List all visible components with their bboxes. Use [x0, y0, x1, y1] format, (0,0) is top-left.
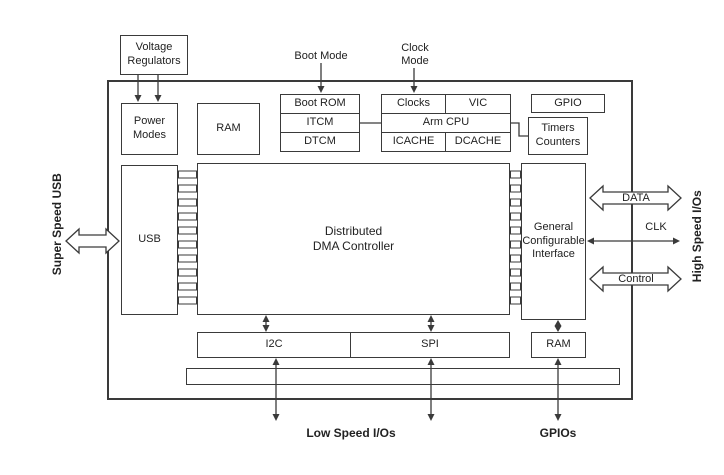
super-speed-usb-label: Super Speed USB	[49, 173, 64, 276]
usb-box: USB	[121, 165, 178, 315]
control-arrow-label: Control	[618, 273, 654, 285]
vic-box: VIC	[445, 94, 511, 114]
timers-counters-box: Timers Counters	[528, 117, 588, 155]
dma-controller-box: Distributed DMA Controller	[197, 163, 510, 315]
voltage-regulators-box: Voltage Regulators	[120, 35, 188, 75]
i2c-box: I2C	[197, 332, 351, 358]
clocks-box: Clocks	[381, 94, 446, 114]
peripheral-bus	[186, 368, 620, 385]
icache-box: ICACHE	[381, 132, 446, 152]
gpio-box: GPIO	[531, 94, 605, 113]
data-arrow-label: DATA	[622, 192, 650, 204]
ram-bottom-box: RAM	[531, 332, 586, 358]
boot-rom-box: Boot ROM	[280, 94, 360, 114]
itcm-box: ITCM	[280, 113, 360, 133]
dcache-box: DCACHE	[445, 132, 511, 152]
power-modes-box: Power Modes	[121, 103, 178, 155]
boot-mode-label: Boot Mode	[294, 50, 348, 62]
dtcm-box: DTCM	[280, 132, 360, 152]
ram-top-box: RAM	[197, 103, 260, 155]
clk-arrow-label: CLK	[645, 221, 667, 233]
low-speed-ios-label: Low Speed I/Os	[306, 426, 396, 440]
spi-box: SPI	[350, 332, 510, 358]
gpios-label: GPIOs	[539, 426, 577, 440]
arm-cpu-box: Arm CPU	[381, 113, 511, 133]
high-speed-ios-label: High Speed I/Os	[689, 190, 704, 283]
clock-mode-label: Clock Mode	[401, 42, 429, 68]
gci-box: General Configurable Interface	[521, 163, 586, 320]
